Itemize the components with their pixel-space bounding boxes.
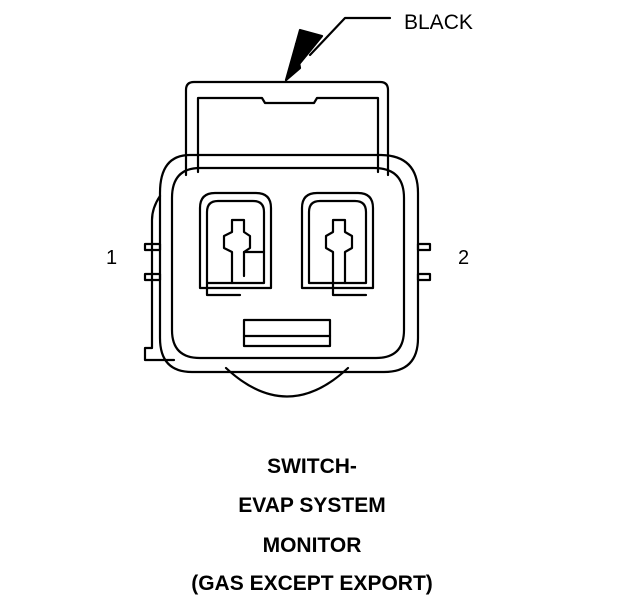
lock-tab: [184, 80, 390, 177]
color-callout-leader: [284, 16, 392, 82]
cavity-2: [300, 191, 375, 297]
caption-line-1: SWITCH-: [267, 455, 357, 478]
lock-tab-inner: [196, 96, 380, 174]
connector-face: [170, 166, 406, 360]
terminal-leads-right: [416, 242, 432, 282]
caption-line-2: EVAP SYSTEM: [238, 494, 386, 517]
pin-number-1: 1: [106, 247, 117, 269]
caption-line-3: MONITOR: [262, 534, 362, 557]
housing-flange: [143, 194, 176, 362]
keying-slot: [242, 318, 332, 348]
color-label: BLACK: [404, 11, 473, 34]
rear-boss: [224, 366, 350, 398]
caption-line-4: (GAS EXCEPT EXPORT): [191, 572, 433, 595]
cavity-1: [198, 191, 273, 297]
terminal-leads-left: [143, 242, 162, 282]
connector-housing: [158, 153, 420, 374]
pin-number-2: 2: [458, 247, 469, 269]
